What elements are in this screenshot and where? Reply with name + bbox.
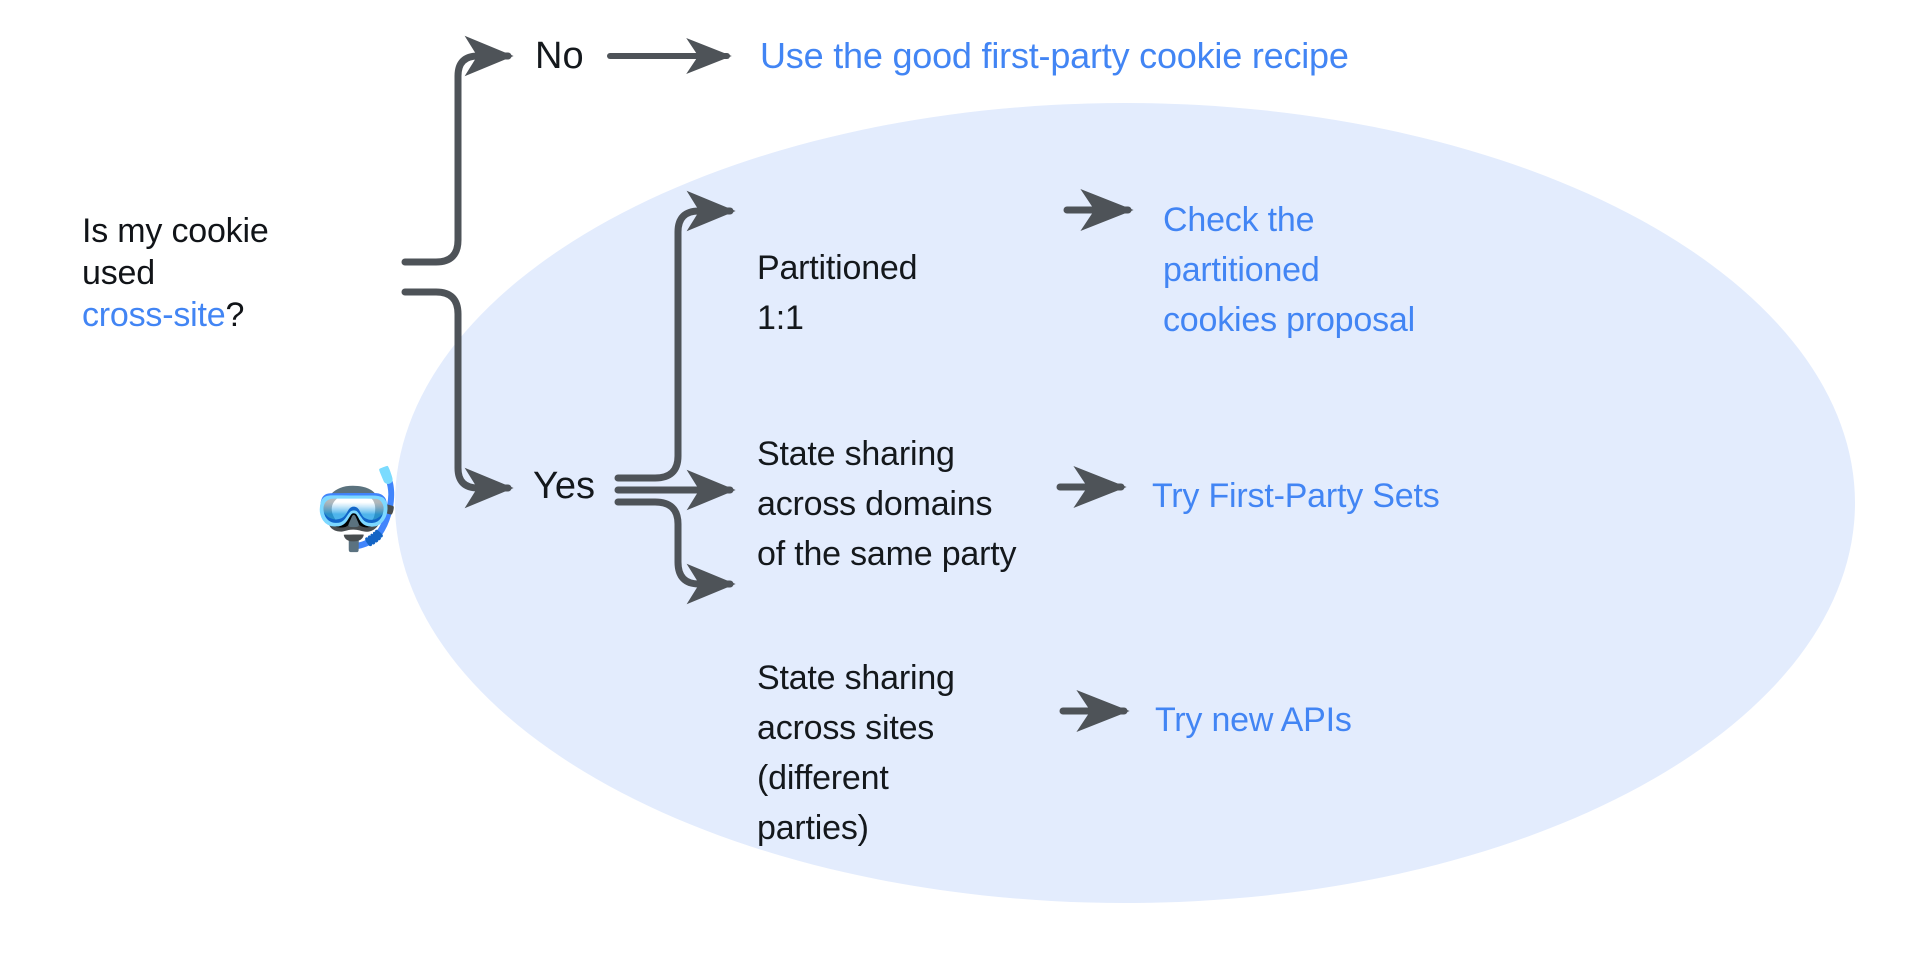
condition-sites-line-1: State sharing [757, 659, 955, 697]
branch-label-no: No [535, 35, 584, 77]
condition-sites-line-2: across sites [757, 709, 935, 747]
condition-domains-line-3: of the same party [757, 535, 1017, 573]
question-suffix: ? [225, 296, 245, 334]
question-line-1: Is my cookie [82, 212, 269, 250]
condition-partitioned-line-1: Partitioned [757, 249, 918, 287]
condition-partitioned: Partitioned 1:1 [757, 243, 987, 343]
question-line-3: cross-site? [82, 294, 352, 336]
condition-sites-line-4: parties) [757, 809, 869, 847]
link-partitioned-line-3: cookies proposal [1163, 301, 1415, 339]
link-try-first-party-sets[interactable]: Try First-Party Sets [1152, 477, 1440, 515]
link-try-new-apis[interactable]: Try new APIs [1155, 701, 1352, 739]
condition-state-sharing-sites: State sharing across sites (different pa… [757, 653, 1017, 853]
question-line-2: used [82, 254, 155, 292]
question-accent: cross-site [82, 296, 226, 334]
cross-site-region-ellipse [395, 103, 1855, 903]
diving-mask-icon: 🤿 [307, 465, 405, 553]
condition-domains-line-1: State sharing [757, 435, 955, 473]
root-question: Is my cookie used cross-site? [82, 210, 352, 336]
link-first-party-cookie-recipe[interactable]: Use the good first-party cookie recipe [760, 35, 1349, 76]
connector-question-to-no [401, 35, 514, 266]
link-partitioned-line-1: Check the [1163, 201, 1315, 239]
condition-domains-line-2: across domains [757, 485, 993, 523]
branch-label-yes: Yes [533, 465, 595, 507]
link-partitioned-line-2: partitioned [1163, 251, 1320, 289]
condition-state-sharing-domains: State sharing across domains of the same… [757, 429, 1077, 579]
link-partitioned-cookies-proposal[interactable]: Check the partitioned cookies proposal [1163, 195, 1523, 345]
condition-sites-line-3: (different [757, 759, 889, 797]
condition-partitioned-line-2: 1:1 [757, 299, 804, 337]
